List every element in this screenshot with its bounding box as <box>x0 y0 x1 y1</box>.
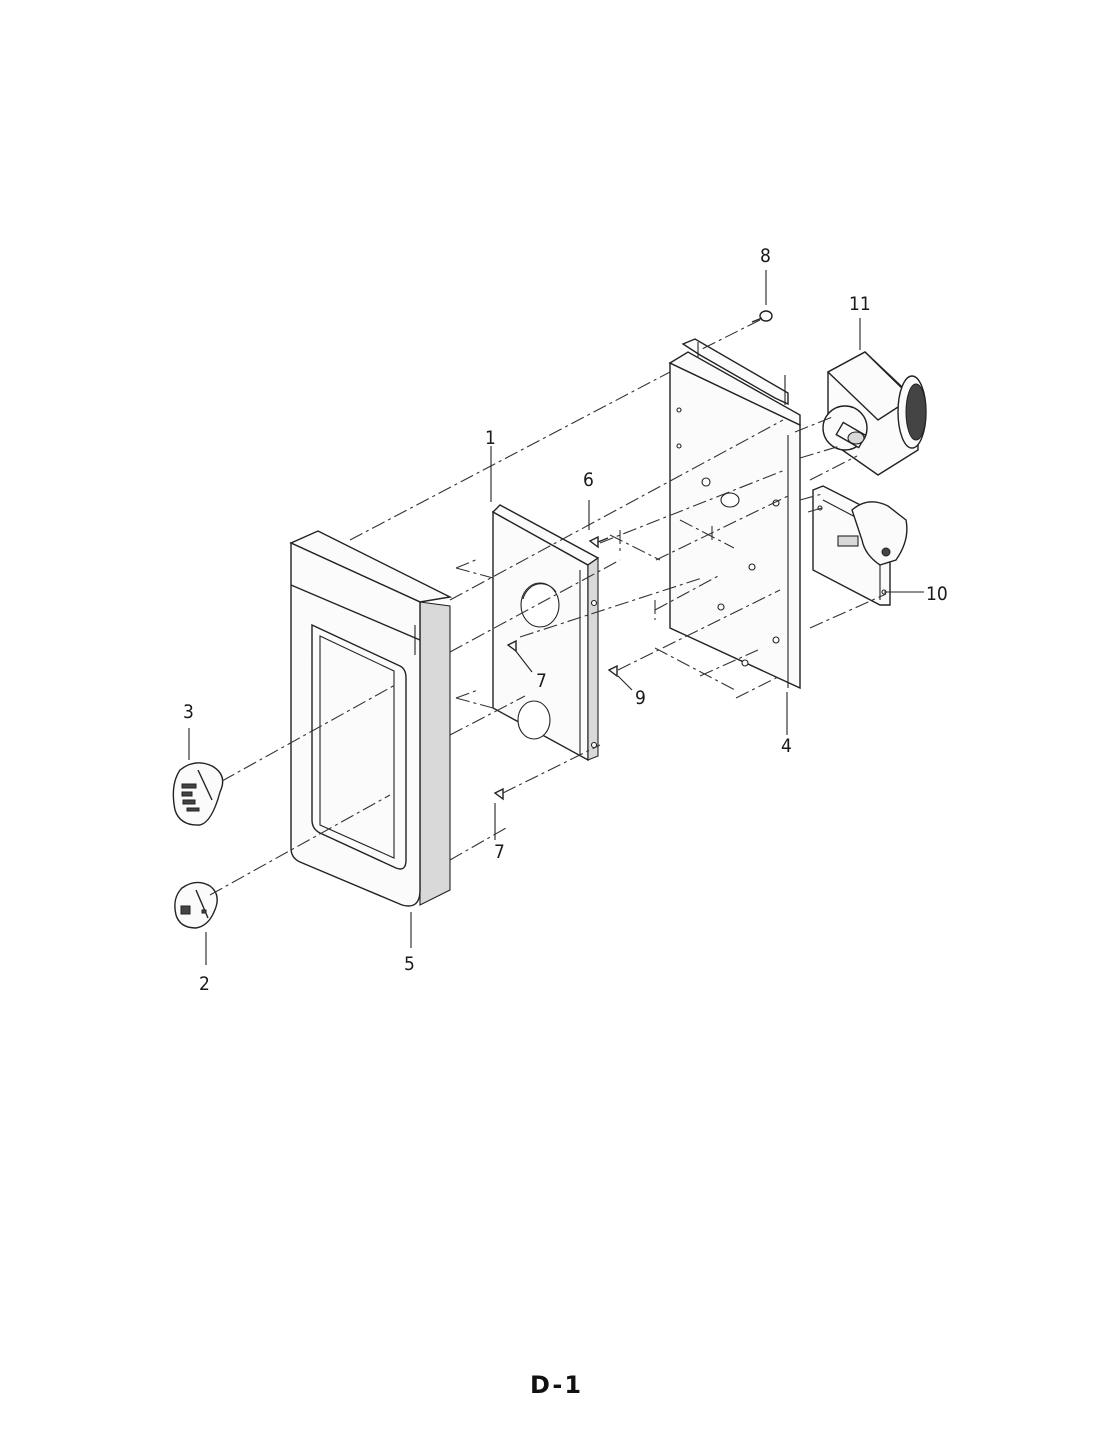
timer-assembly <box>822 351 927 476</box>
callout-6: 6 <box>583 469 594 491</box>
screw-7-lower <box>493 787 504 801</box>
screw-8 <box>751 310 773 323</box>
callout-3: 3 <box>183 701 194 723</box>
screw-9 <box>607 664 618 678</box>
knob-lower <box>174 881 218 929</box>
callout-11: 11 <box>849 293 871 315</box>
mounting-panel <box>491 504 600 762</box>
callout-labels: 1 2 3 4 5 6 7 7 8 9 10 11 <box>183 245 948 995</box>
callout-2: 2 <box>199 973 210 995</box>
page-label: D-1 <box>530 1371 583 1399</box>
screw-7-upper <box>506 639 517 653</box>
leader-lines <box>188 270 924 965</box>
alignment-lines <box>209 319 887 896</box>
screw-6 <box>588 535 609 549</box>
callout-10: 10 <box>926 583 948 605</box>
callout-9: 9 <box>635 687 646 709</box>
callout-8: 8 <box>760 245 771 267</box>
callout-5: 5 <box>404 953 415 975</box>
callout-7-lower: 7 <box>494 841 505 863</box>
switch-assembly <box>812 485 908 606</box>
callout-7-upper: 7 <box>536 670 547 692</box>
front-frame <box>289 530 453 907</box>
back-panel <box>668 338 801 690</box>
knob-upper <box>172 762 224 826</box>
callout-4: 4 <box>781 735 792 757</box>
callout-1: 1 <box>485 427 496 449</box>
